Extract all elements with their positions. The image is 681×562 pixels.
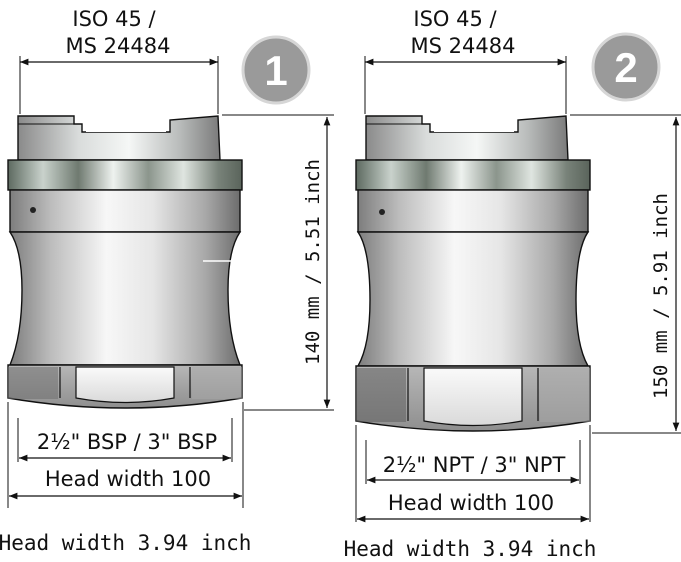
badge-number: 2 [614,44,637,91]
standard-label-line2: MS 24484 [411,34,516,58]
figure-2: ISO 45 / MS 24484 2 150 mm / 5.91 inch [344,7,681,561]
thread-label: 2½" NPT / 3" NPT [383,453,566,477]
standard-label-line2: MS 24484 [66,34,171,58]
height-label: 150 mm / 5.91 inch [650,193,672,399]
badge-number: 1 [264,47,287,94]
head-width-inch-label: Head width 3.94 inch [0,531,251,555]
coupling-part-drawing [355,115,591,432]
coupling-part-drawing [7,115,243,409]
standard-label-line1: ISO 45 / [72,7,156,31]
standard-label-line1: ISO 45 / [413,7,497,31]
head-width-mm-label: Head width 100 [45,467,211,491]
figure-1: ISO 45 / MS 24484 1 [0,7,334,555]
height-label: 140 mm / 5.51 inch [302,159,324,365]
head-width-mm-label: Head width 100 [388,491,554,515]
badge-circle [591,32,661,102]
badge-circle [241,35,311,105]
thread-label: 2½" BSP / 3" BSP [37,430,217,454]
head-width-inch-label: Head width 3.94 inch [344,537,597,561]
